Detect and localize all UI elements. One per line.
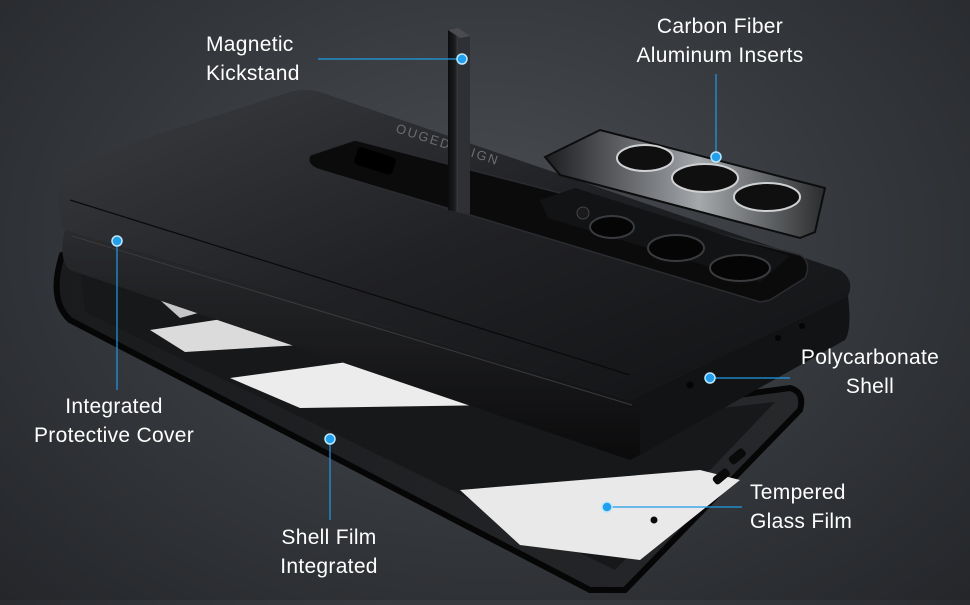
case-shell (58, 90, 851, 460)
callout-lines (111, 53, 790, 520)
callout-line: Integrated (280, 555, 378, 578)
callout-shell-film: Shell Film Integrated (268, 523, 390, 581)
callout-line: Glass Film (750, 510, 853, 533)
callout-magnetic-kickstand: Magnetic Kickstand (206, 30, 300, 88)
callout-line: Shell (845, 375, 895, 398)
callout-line: Polycarbonate (800, 346, 940, 369)
callout-line: Magnetic (206, 33, 294, 56)
callout-line: Carbon Fiber (656, 15, 784, 38)
callout-carbon-fiber: Carbon Fiber Aluminum Inserts (627, 12, 813, 70)
callout-line: Integrated (65, 395, 163, 418)
callout-polycarbonate-shell: Polycarbonate Shell (794, 343, 946, 401)
callout-line: Kickstand (206, 62, 300, 85)
camera-bump (308, 139, 809, 303)
callout-line: Protective Cover (33, 424, 195, 447)
callout-line: Aluminum Inserts (636, 44, 804, 67)
callout-line: Tempered (750, 481, 846, 504)
carbon-fiber-insert (543, 128, 827, 240)
callout-integrated-protective-cover: Integrated Protective Cover (24, 392, 204, 450)
callout-line: Shell Film (281, 526, 377, 549)
kickstand (448, 28, 470, 214)
callout-tempered-glass: Tempered Glass Film (750, 478, 852, 536)
